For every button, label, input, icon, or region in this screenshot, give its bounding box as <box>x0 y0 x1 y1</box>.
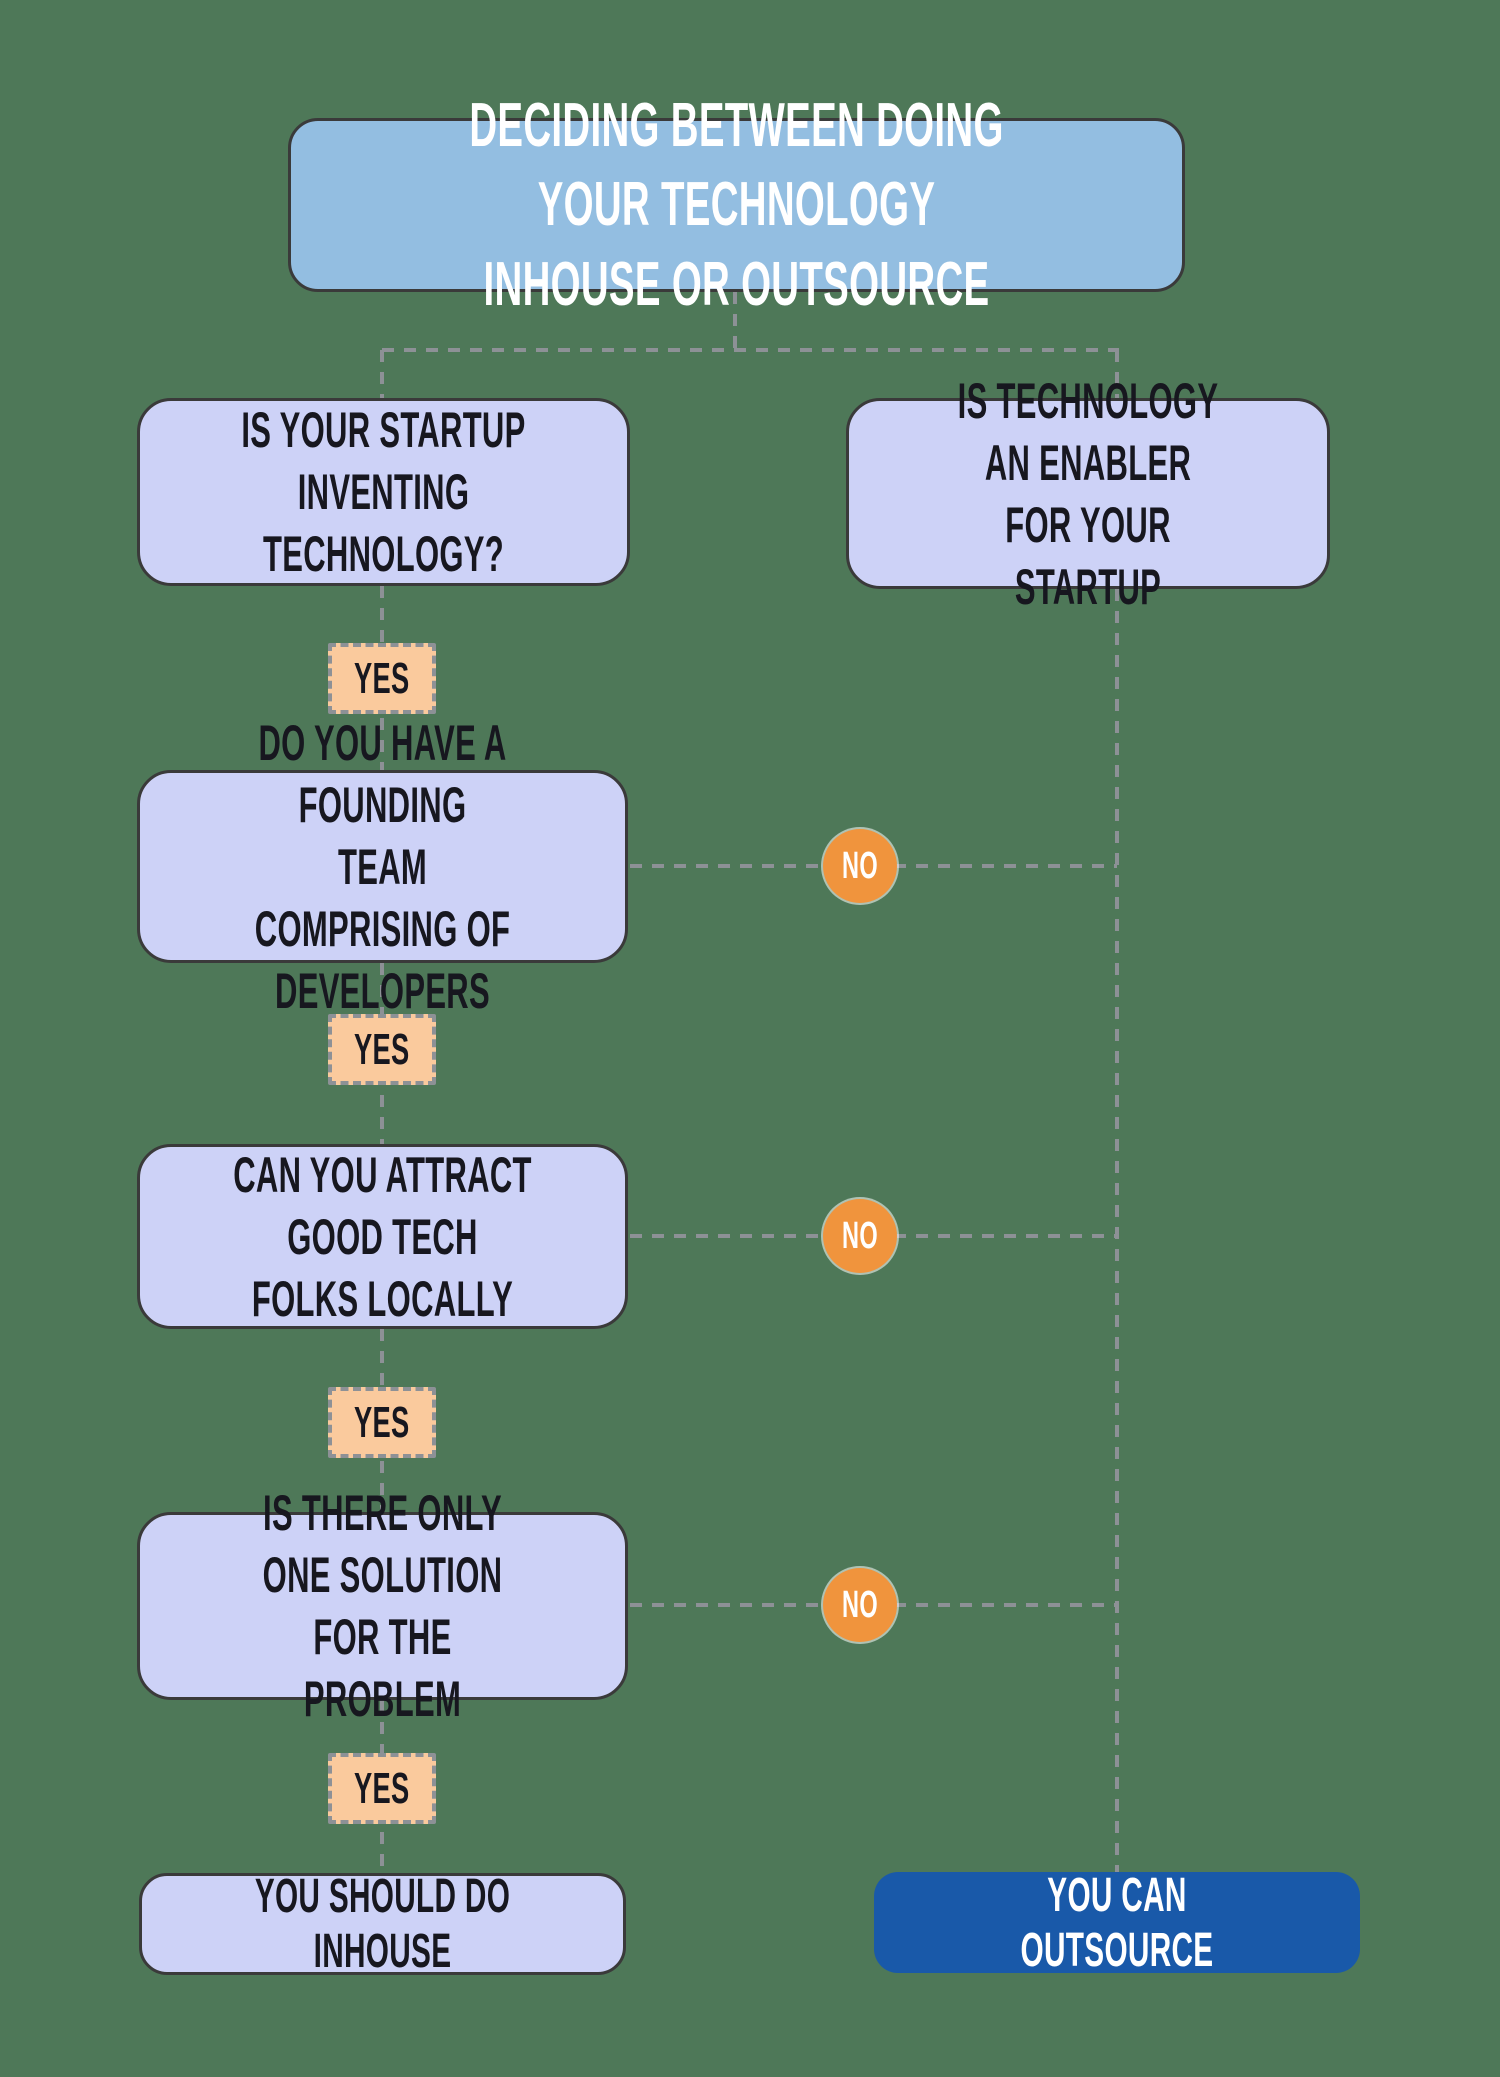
yes-badge-4: YES <box>328 1753 436 1824</box>
no-label: NO <box>842 844 878 887</box>
result-text: YOU CAN OUTSOURCE <box>1020 1868 1214 1977</box>
yes-badge-3: YES <box>328 1387 436 1458</box>
result-node-outsource: YOU CAN OUTSOURCE <box>874 1869 1360 1977</box>
question-text: CAN YOU ATTRACT GOOD TECH FOLKS LOCALLY <box>233 1146 532 1327</box>
question-node-one-solution: IS THERE ONLY ONE SOLUTION FOR THE PROBL… <box>137 1485 628 1727</box>
yes-label: YES <box>354 1397 410 1447</box>
question-node-inventing-technology: IS YOUR STARTUP INVENTING TECHNOLOGY? <box>137 398 630 586</box>
question-node-founding-team: DO YOU HAVE A FOUNDING TEAM COMPRISING O… <box>137 715 628 1019</box>
connector-left-branch-stub <box>380 350 384 398</box>
result-node-inhouse: YOU SHOULD DO INHOUSE <box>139 1870 626 1978</box>
question-node-technology-enabler: IS TECHNOLOGY AN ENABLER FOR YOUR STARTU… <box>846 373 1330 615</box>
title-node: DECIDING BETWEEN DOING YOUR TECHNOLOGY I… <box>288 91 1185 319</box>
question-text: DO YOU HAVE A FOUNDING TEAM COMPRISING O… <box>254 714 511 1019</box>
title-text: DECIDING BETWEEN DOING YOUR TECHNOLOGY I… <box>469 90 1004 319</box>
connector-title-stub <box>733 292 737 350</box>
yes-label: YES <box>354 1024 410 1074</box>
no-label: NO <box>842 1583 878 1626</box>
question-node-attract-tech-folks: CAN YOU ATTRACT GOOD TECH FOLKS LOCALLY <box>137 1144 628 1329</box>
no-label: NO <box>842 1214 878 1257</box>
yes-label: YES <box>354 1763 410 1813</box>
connector-branch-horizontal <box>382 348 1119 352</box>
connector-right-branch-stub <box>1115 350 1119 398</box>
result-text: YOU SHOULD DO INHOUSE <box>254 1870 511 1978</box>
question-text: IS YOUR STARTUP INVENTING TECHNOLOGY? <box>241 402 526 582</box>
yes-badge-2: YES <box>328 1014 436 1085</box>
no-circle-3: NO <box>823 1568 897 1642</box>
no-circle-2: NO <box>823 1199 897 1273</box>
question-text: IS TECHNOLOGY AN ENABLER FOR YOUR STARTU… <box>957 372 1219 615</box>
no-circle-1: NO <box>823 829 897 903</box>
yes-badge-1: YES <box>328 643 436 714</box>
connector-right-vertical <box>1115 589 1119 1872</box>
question-text: IS THERE ONLY ONE SOLUTION FOR THE PROBL… <box>262 1485 503 1727</box>
yes-label: YES <box>354 653 410 703</box>
